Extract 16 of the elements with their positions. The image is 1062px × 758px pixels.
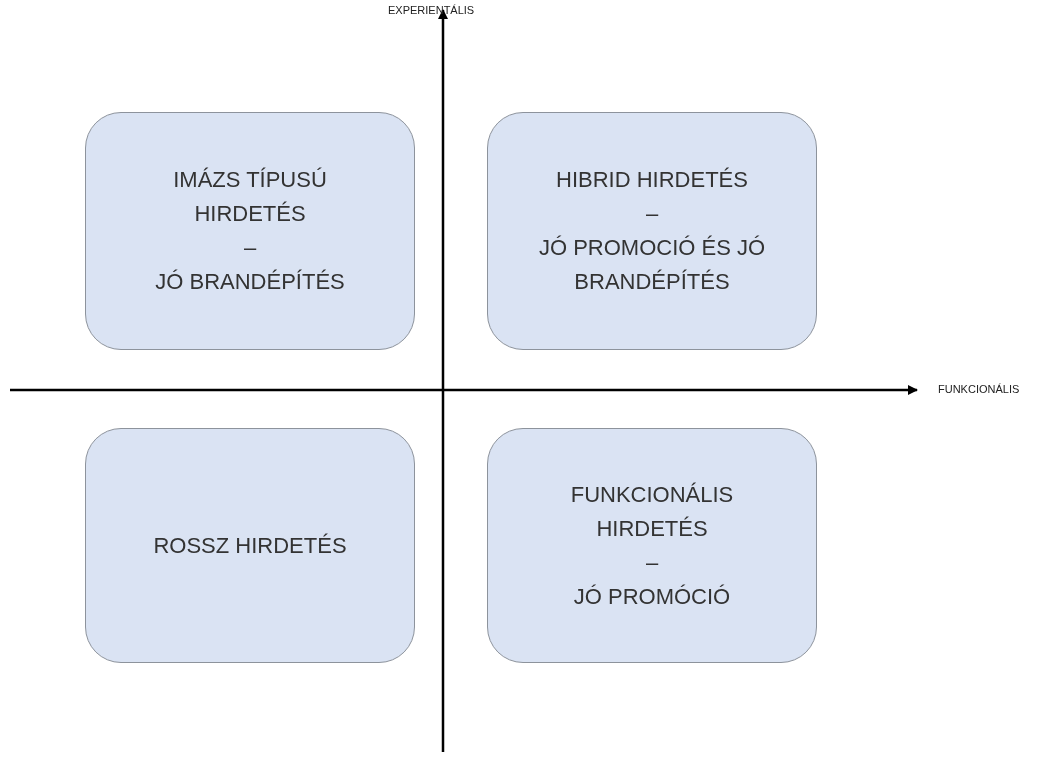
axis-label: EXPERIENTÁLIS bbox=[388, 4, 475, 16]
quadrant-box bbox=[85, 428, 415, 663]
box-text: JÓ PROMÓCIÓ bbox=[573, 582, 731, 611]
quadrant-box bbox=[487, 112, 817, 350]
box-text: JÓ BRANDÉPÍTÉS bbox=[155, 268, 345, 296]
box-text: IMÁZS TÍPUSÚ HIRDETÉS bbox=[172, 166, 328, 228]
axis-label: FUNKCIONÁLIS bbox=[938, 383, 1020, 395]
box-text: – bbox=[645, 548, 659, 577]
box-text: HIBRID HIRDETÉS bbox=[556, 166, 748, 194]
quadrant-box bbox=[85, 112, 415, 350]
box-text: – bbox=[645, 200, 659, 228]
box-text: – bbox=[243, 234, 257, 262]
box-text: ROSSZ HIRDETÉS bbox=[153, 531, 347, 560]
quadrant-box bbox=[487, 428, 817, 663]
box-text: FUNKCIONÁLIS HIRDETÉS bbox=[569, 480, 735, 543]
box-text: JÓ PROMOCIÓ ÉS JÓ BRANDÉPÍTÉS bbox=[537, 234, 767, 296]
